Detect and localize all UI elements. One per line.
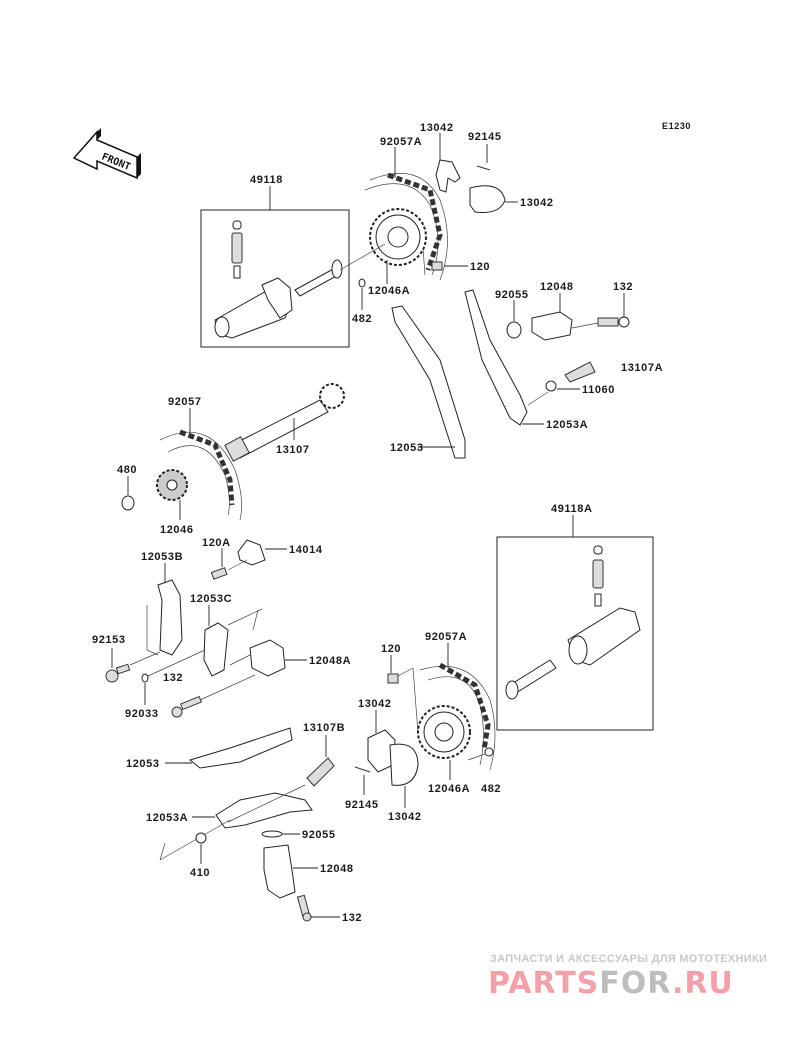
label-132-top[interactable]: 132 bbox=[613, 281, 633, 293]
label-92033[interactable]: 92033 bbox=[125, 708, 159, 720]
label-120-top[interactable]: 120 bbox=[470, 261, 490, 273]
bolt-132-mid bbox=[171, 706, 183, 718]
chain-92057A-bot bbox=[438, 662, 491, 751]
label-410[interactable]: 410 bbox=[190, 867, 210, 879]
label-12053-mid[interactable]: 12053 bbox=[390, 442, 424, 454]
label-120A[interactable]: 120A bbox=[202, 537, 231, 549]
label-13107B[interactable]: 13107B bbox=[303, 722, 345, 734]
label-12053A-bot[interactable]: 12053A bbox=[146, 812, 188, 824]
oring-92055-top bbox=[506, 321, 522, 339]
label-132-mid[interactable]: 132 bbox=[163, 672, 183, 684]
oring-92055-bot bbox=[261, 830, 283, 838]
sprocket-12046A-top bbox=[369, 208, 427, 266]
watermark-brand-parts: PARTS bbox=[488, 966, 600, 1001]
label-92153[interactable]: 92153 bbox=[92, 634, 126, 646]
label-12053B[interactable]: 12053B bbox=[141, 551, 183, 563]
ring-482-top bbox=[358, 278, 366, 288]
spring-92145-top bbox=[476, 165, 491, 171]
pin-13107A bbox=[564, 361, 596, 383]
tensioner-guide-12053A-top bbox=[464, 289, 528, 426]
washer-11060 bbox=[545, 380, 557, 392]
label-13042-bot-1[interactable]: 13042 bbox=[358, 698, 392, 710]
label-12053C[interactable]: 12053C bbox=[190, 593, 232, 605]
watermark-brand-ru: .RU bbox=[671, 966, 734, 1001]
tensioner-12048A bbox=[249, 639, 286, 677]
label-12048-bot[interactable]: 12048 bbox=[320, 863, 354, 875]
shoe-13042-b bbox=[469, 185, 506, 213]
label-13042-top-2[interactable]: 13042 bbox=[520, 197, 554, 209]
label-482-bot[interactable]: 482 bbox=[481, 783, 501, 795]
camshaft-part bbox=[214, 220, 343, 339]
camshaft-part-b bbox=[505, 545, 641, 700]
label-480[interactable]: 480 bbox=[117, 464, 137, 476]
label-13107[interactable]: 13107 bbox=[276, 444, 310, 456]
chain-guide-12053-bot bbox=[188, 727, 293, 769]
ring-92033 bbox=[141, 673, 149, 683]
label-92057A-bot[interactable]: 92057A bbox=[425, 631, 467, 643]
label-12048A[interactable]: 12048A bbox=[309, 655, 351, 667]
label-12048-top[interactable]: 12048 bbox=[540, 281, 574, 293]
bolt-132-top bbox=[597, 317, 619, 327]
diagram-code: E1230 bbox=[662, 121, 691, 131]
label-13042-bot-2[interactable]: 13042 bbox=[388, 811, 422, 823]
chain-guide-12053-mid bbox=[391, 305, 466, 459]
label-92145-top[interactable]: 92145 bbox=[468, 131, 502, 143]
label-92055-top[interactable]: 92055 bbox=[495, 289, 529, 301]
label-12046[interactable]: 12046 bbox=[160, 524, 194, 536]
ring-482-bot bbox=[484, 747, 494, 757]
shoe-13042-a bbox=[435, 159, 461, 193]
watermark-brand: PARTSFOR.RU bbox=[488, 966, 734, 1001]
tensioner-guide-12053A-bot bbox=[215, 792, 313, 829]
label-12053-bot[interactable]: 12053 bbox=[126, 758, 160, 770]
pin-13107B bbox=[306, 757, 335, 787]
ring-480 bbox=[121, 495, 135, 511]
kit-box-49118 bbox=[200, 209, 350, 348]
label-120-bot[interactable]: 120 bbox=[381, 643, 401, 655]
bolt-120A bbox=[210, 567, 228, 580]
shoe-13042-bot-b bbox=[389, 743, 419, 786]
label-92055-bot[interactable]: 92055 bbox=[302, 829, 336, 841]
bolt-120-top bbox=[431, 261, 443, 271]
label-12046A-bot[interactable]: 12046A bbox=[428, 783, 470, 795]
kit-box-49118A bbox=[496, 536, 654, 731]
chain-92057 bbox=[179, 429, 235, 506]
label-14014[interactable]: 14014 bbox=[289, 544, 323, 556]
watermark-brand-for: FOR bbox=[599, 966, 672, 1001]
bracket-14014 bbox=[237, 539, 266, 566]
label-12046A-top[interactable]: 12046A bbox=[368, 285, 410, 297]
front-arrow-icon: FRONT bbox=[72, 128, 141, 180]
watermark-tagline: ЗАПЧАСТИ И АКСЕССУАРЫ ДЛЯ МОТОТЕХНИКИ bbox=[490, 953, 768, 965]
label-13042-top-1[interactable]: 13042 bbox=[420, 122, 454, 134]
tensioner-12048-top bbox=[531, 311, 573, 341]
spring-92145-bot bbox=[354, 766, 371, 773]
tensioner-12048-bot bbox=[263, 844, 296, 899]
label-12053A-top[interactable]: 12053A bbox=[546, 419, 588, 431]
label-11060[interactable]: 11060 bbox=[582, 384, 615, 396]
label-49118A[interactable]: 49118A bbox=[551, 503, 593, 515]
label-49118[interactable]: 49118 bbox=[250, 174, 283, 186]
label-482-top[interactable]: 482 bbox=[352, 313, 372, 325]
label-132-bot[interactable]: 132 bbox=[342, 912, 362, 924]
label-13107A[interactable]: 13107A bbox=[621, 362, 663, 374]
bolt-120-bot bbox=[387, 673, 399, 684]
washer-410 bbox=[195, 832, 207, 844]
guide-12053C bbox=[203, 622, 229, 677]
bolt-92153 bbox=[105, 669, 119, 683]
label-92145-bot[interactable]: 92145 bbox=[345, 799, 379, 811]
label-92057A-top[interactable]: 92057A bbox=[380, 136, 422, 148]
label-92057[interactable]: 92057 bbox=[168, 396, 202, 408]
guide-12053B bbox=[157, 579, 183, 656]
